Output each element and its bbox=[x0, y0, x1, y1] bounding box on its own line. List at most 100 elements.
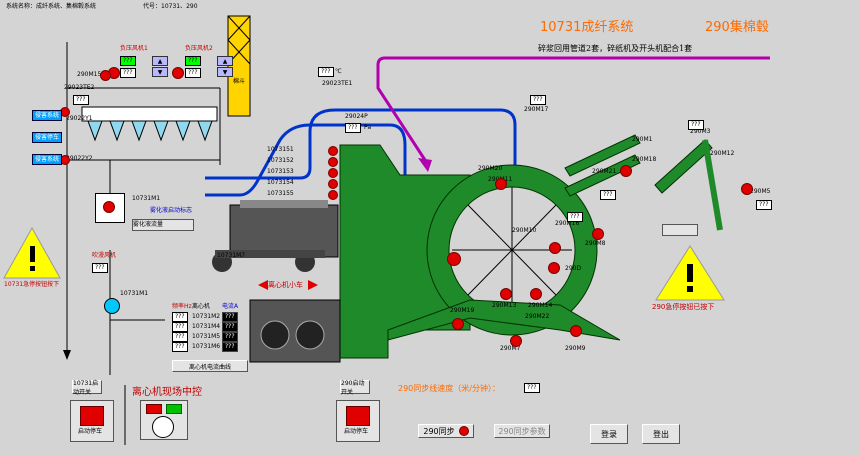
fan2-down-button[interactable]: ▼ bbox=[217, 67, 233, 77]
tag-10731m6: 10731M6 bbox=[192, 343, 221, 350]
tag-10731m1: 10731M1 bbox=[132, 195, 161, 202]
local-green-indicator bbox=[166, 404, 182, 414]
left-btn-1[interactable]: 侵害系统 bbox=[32, 110, 63, 121]
left-btn-2[interactable]: 侵害停车 bbox=[32, 132, 63, 143]
atom-flag-label: 雾化液启动标志 bbox=[150, 207, 193, 214]
te2-value: ??? bbox=[73, 95, 89, 105]
start-10731-button[interactable]: 10731启动开关 bbox=[72, 380, 102, 396]
m6-amp: ??? bbox=[222, 342, 238, 352]
tag-290m10: 290M10 bbox=[512, 227, 537, 234]
m19-led[interactable] bbox=[452, 318, 464, 330]
te1-value: ??? bbox=[318, 67, 334, 77]
local-red-indicator bbox=[146, 404, 162, 414]
m2-amp: ??? bbox=[222, 312, 238, 322]
freq-header: 频率Hz bbox=[172, 303, 192, 310]
process-note: 碎浆回用管道2套，碎纸机及开头机配合1套 bbox=[538, 44, 693, 53]
tag-29022y2: 29022Y2 bbox=[66, 155, 93, 162]
system-code: 代号：10731、290 bbox=[143, 3, 198, 10]
tag-290d: 290D bbox=[565, 265, 582, 272]
sync-label: 290同步 bbox=[423, 426, 455, 436]
fan1-label: 负压风机1 bbox=[120, 45, 148, 52]
m15-status-led[interactable] bbox=[100, 70, 111, 81]
m13-led[interactable] bbox=[500, 288, 512, 300]
title-10731: 10731成纤系统 bbox=[540, 20, 634, 35]
m14-led[interactable] bbox=[530, 288, 542, 300]
atom-flow-label: 雾化液流量 bbox=[133, 221, 164, 228]
m5-freq: ??? bbox=[172, 332, 188, 342]
sync-param-button[interactable]: 290同步参数 bbox=[494, 424, 550, 438]
m16-value: ??? bbox=[567, 212, 583, 222]
valve4-led[interactable] bbox=[328, 179, 338, 189]
login-button[interactable]: 登录 bbox=[590, 424, 628, 444]
fan2-status-led[interactable] bbox=[172, 67, 184, 79]
sync-led bbox=[458, 426, 469, 436]
stop-10731-label: 启动停车 bbox=[78, 428, 103, 435]
tag-290m19: 290M19 bbox=[450, 307, 475, 314]
fan2-freq: ??? bbox=[185, 68, 201, 78]
local-selector-knob[interactable] bbox=[152, 416, 174, 438]
tag-290m8: 290M8 bbox=[585, 240, 606, 247]
valve1-led[interactable] bbox=[328, 146, 338, 156]
tag-1073153: 1073153 bbox=[267, 168, 294, 175]
fan1-freq: ??? bbox=[120, 68, 136, 78]
local-control-label: 离心机现场中控 bbox=[132, 387, 202, 398]
valve5-led[interactable] bbox=[328, 190, 338, 200]
emg-290-label: 290急停按钮已按下 bbox=[652, 303, 715, 311]
tag-1073152: 1073152 bbox=[267, 157, 294, 164]
tag-290m21: 290M21 bbox=[592, 168, 617, 175]
tag-29023te1: 29023TE1 bbox=[322, 80, 353, 87]
centrifuge-curve-button[interactable]: 离心机电流曲线 bbox=[172, 360, 248, 372]
tag-290m18: 290M18 bbox=[632, 156, 657, 163]
left-btn-3[interactable]: 侵害系统 bbox=[32, 154, 63, 165]
speed-value: ??? bbox=[524, 383, 540, 393]
stop-10731-button[interactable] bbox=[80, 406, 104, 426]
m17-value: ??? bbox=[530, 95, 546, 105]
logout-button[interactable]: 登出 bbox=[642, 424, 680, 444]
fan1-up-button[interactable]: ▲ bbox=[152, 56, 168, 66]
m10-led[interactable] bbox=[548, 262, 560, 274]
tag-29023te2: 29023TE2 bbox=[64, 84, 95, 91]
tag-10731m7: 10731M7 bbox=[217, 252, 246, 259]
m16-led[interactable] bbox=[549, 242, 561, 254]
tag-290m12: 290M12 bbox=[710, 150, 735, 157]
fan1-value: ??? bbox=[120, 56, 136, 66]
title-290: 290集棉毂 bbox=[705, 20, 769, 35]
unit-celsius: ℃ bbox=[335, 68, 342, 75]
tag-1073154: 1073154 bbox=[267, 179, 294, 186]
tag-290m16: 290M16 bbox=[555, 220, 580, 227]
m5-value: ??? bbox=[756, 200, 772, 210]
m3-value: ??? bbox=[688, 120, 704, 130]
stop-290-button[interactable] bbox=[346, 406, 370, 426]
m5-amp: ??? bbox=[222, 332, 238, 342]
m8-led[interactable] bbox=[592, 228, 604, 240]
tag-10731m1b: 10731M1 bbox=[120, 290, 149, 297]
m21-led[interactable] bbox=[620, 165, 632, 177]
drum-led-left[interactable] bbox=[447, 252, 461, 266]
blow-fan-motor[interactable] bbox=[104, 298, 120, 314]
tag-290m17: 290M17 bbox=[524, 106, 549, 113]
m5-led[interactable] bbox=[741, 183, 753, 195]
fan1-down-button[interactable]: ▼ bbox=[152, 67, 168, 77]
fan2-up-button[interactable]: ▲ bbox=[217, 56, 233, 66]
atomizer-led[interactable] bbox=[103, 201, 115, 213]
system-name: 系统名称：成纤系统、集棉毂系统 bbox=[6, 3, 97, 10]
m9-led[interactable] bbox=[570, 325, 582, 337]
m8-control-button[interactable] bbox=[662, 224, 698, 236]
m6-freq: ??? bbox=[172, 342, 188, 352]
valve3-led[interactable] bbox=[328, 168, 338, 178]
atom-flow-button[interactable]: 雾化液流量 bbox=[132, 219, 194, 231]
tag-290m22: 290M22 bbox=[525, 313, 550, 320]
blow-fan-label: 吹漫风机 bbox=[92, 252, 117, 259]
m7-led[interactable] bbox=[510, 335, 522, 347]
pressure-value: ??? bbox=[345, 123, 361, 133]
m11-led[interactable] bbox=[495, 178, 507, 190]
sync-button[interactable]: 290同步 bbox=[418, 424, 474, 438]
tag-10731m5: 10731M5 bbox=[192, 333, 221, 340]
tag-290m13: 290M13 bbox=[492, 302, 517, 309]
cart-label: 离心机小车 bbox=[268, 281, 303, 289]
tag-29024p: 29024P bbox=[345, 113, 368, 120]
tag-290m1: 290M1 bbox=[632, 136, 653, 143]
valve2-led[interactable] bbox=[328, 157, 338, 167]
start-290-button[interactable]: 290启动开关 bbox=[340, 380, 370, 396]
